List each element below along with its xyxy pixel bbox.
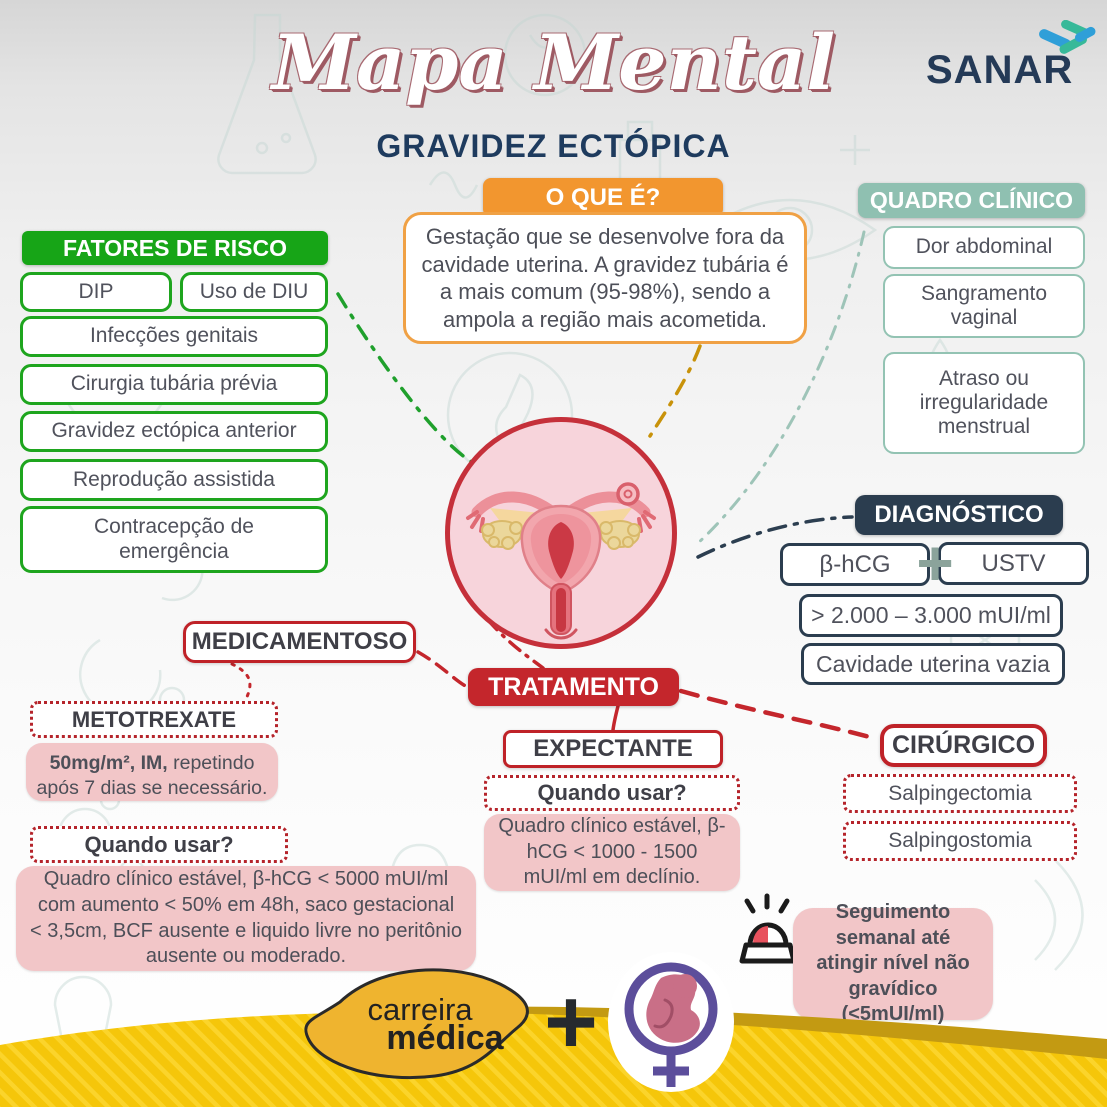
threshold-box: > 2.000 – 3.000 mUI/ml	[799, 594, 1063, 637]
cirurgico-header: CIRÚRGICO	[880, 724, 1047, 767]
connector-expectante	[611, 704, 620, 732]
quando-usar-exp-header: Quando usar?	[484, 775, 740, 811]
connector-cirurgico	[678, 688, 880, 742]
quadro-item-sangramento: Sangramento vaginal	[883, 274, 1085, 338]
section-quadro-clinico-header: QUADRO CLÍNICO	[858, 183, 1085, 218]
seguimento-box: Seguimento semanal até atingir nível não…	[793, 901, 993, 1025]
uterus-circle	[445, 417, 677, 649]
plus-sign: +	[544, 970, 598, 1073]
quando-usar-med-header: Quando usar?	[30, 826, 288, 863]
plus-icon: +	[916, 527, 954, 599]
siren-icon	[739, 893, 797, 964]
fator-item-cirurgia: Cirurgia tubária prévia	[20, 364, 328, 405]
section-diagnostico-header: DIAGNÓSTICO	[855, 495, 1063, 535]
connector-diagnostico	[696, 515, 854, 559]
connector-medicamentoso	[416, 650, 469, 689]
carreira-logo-line1: carreira	[367, 992, 473, 1027]
fator-item-dip: DIP	[20, 272, 172, 312]
connector-fatores	[336, 292, 474, 464]
section-fatores-header: FATORES DE RISCO	[22, 231, 328, 265]
connector-quadro	[694, 230, 866, 547]
brand-logo-icon	[1039, 20, 1096, 54]
connector-metotrexate	[230, 662, 252, 701]
uterus-illustration-icon	[466, 482, 656, 640]
yellow-wave	[0, 1006, 1107, 1107]
fator-item-reproducao: Reprodução assistida	[20, 459, 328, 501]
cirurgico-item-salpingostomia: Salpingostomia	[843, 821, 1077, 861]
female-symbol-icon	[608, 952, 734, 1092]
carreira-logo-line2: médica	[386, 1019, 504, 1057]
fator-item-ectopica-anterior: Gravidez ectópica anterior	[20, 411, 328, 452]
cavidade-box: Cavidade uterina vazia	[801, 643, 1065, 685]
connector-oquee	[648, 344, 702, 438]
brand-logo-text: SANAR	[926, 48, 1074, 92]
fator-item-diu: Uso de DIU	[180, 272, 328, 312]
beta-hcg-box: β-hCG	[780, 543, 930, 586]
metotrexate-box: METOTREXATE	[30, 701, 278, 738]
page-subtitle: GRAVIDEZ ECTÓPICA	[376, 128, 731, 164]
carreira-medica-logo-blob	[304, 968, 529, 1080]
quando-usar-med-text: Quadro clínico estável, β-hCG < 5000 mUI…	[16, 866, 476, 971]
medicamentoso-header: MEDICAMENTOSO	[183, 621, 416, 663]
section-tratamento-header: TRATAMENTO	[468, 668, 679, 706]
dose-bold: 50mg/m², IM,	[49, 752, 168, 774]
cirurgico-item-salpingectomia: Salpingectomia	[843, 774, 1077, 813]
page-title: Mapa Mental	[271, 18, 836, 107]
fator-item-contracepcao: Contracepção de emergência	[20, 506, 328, 573]
ustv-box: USTV	[938, 542, 1089, 585]
expectante-header: EXPECTANTE	[503, 730, 723, 768]
section-o-que-e-header: O QUE É?	[483, 178, 723, 217]
dose-rest: repetindo após 7 dias se necessário.	[36, 752, 268, 799]
dose-box: 50mg/m², IM, repetindo após 7 dias se ne…	[26, 743, 278, 801]
fator-item-infeccoes: Infecções genitais	[20, 316, 328, 357]
o-que-e-text-box: Gestação que se desenvolve fora da cavid…	[403, 212, 807, 344]
quadro-item-dor: Dor abdominal	[883, 226, 1085, 269]
quando-usar-exp-text: Quadro clínico estável, β-hCG < 1000 - 1…	[484, 814, 740, 891]
quadro-item-atraso: Atraso ou irregularidade menstrual	[883, 352, 1085, 454]
